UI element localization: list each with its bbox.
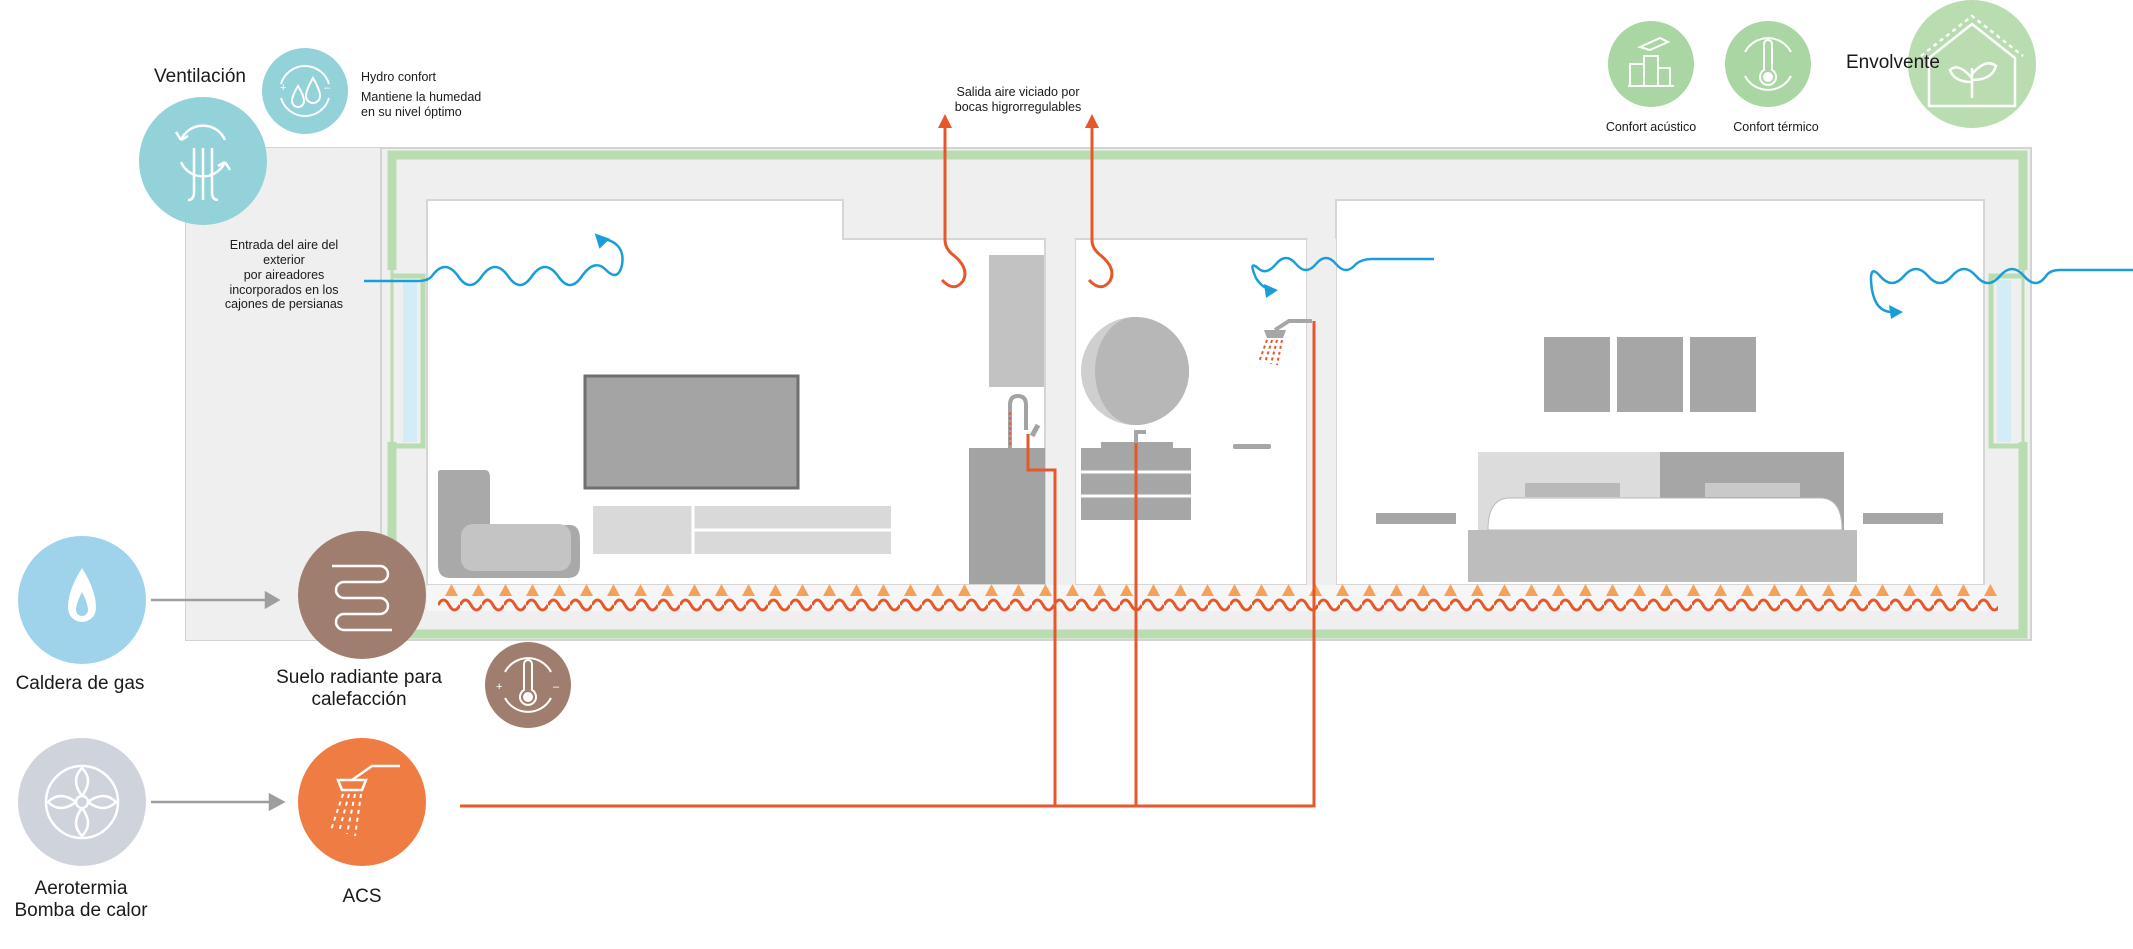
shower-icon <box>298 738 426 866</box>
entrada-line-4: incorporados en los <box>229 283 338 297</box>
acoustic-comfort-icon <box>1608 21 1694 107</box>
air-intake-label: Entrada del aire del exterior por airead… <box>225 238 343 311</box>
ventilacion-label: Ventilación <box>154 66 246 87</box>
suelo-label-1: Suelo radiante para <box>276 667 442 688</box>
acs-label: ACS <box>342 886 381 907</box>
hydro-desc-2: en su nivel óptimo <box>361 105 462 119</box>
entrada-line-1: Entrada del aire del <box>230 238 338 252</box>
nightstand-left <box>1376 513 1456 524</box>
hydro-title: Hydro confort <box>361 70 437 84</box>
svg-text:+: + <box>496 681 502 693</box>
extract-air-arrows <box>940 124 1114 289</box>
living-furniture <box>438 255 1045 584</box>
pillow-left <box>1525 483 1620 497</box>
wall-panel-1 <box>1544 337 1610 412</box>
towel-bar <box>1233 444 1271 449</box>
aerotermia-label-1: Aerotermia <box>35 878 128 899</box>
caldera-label: Caldera de gas <box>16 673 145 694</box>
house-leaf-icon <box>1908 0 2036 128</box>
window-left <box>403 280 417 442</box>
salida-line-2: bocas higrorregulables <box>955 100 1081 114</box>
humidity-icon: + – <box>262 48 348 134</box>
entrada-line-5: cajones de persianas <box>225 297 343 311</box>
salida-line-1: Salida aire viciado por <box>957 85 1080 99</box>
kitchen-counter <box>969 448 1045 584</box>
envelope-insulation <box>387 150 2028 639</box>
fresh-air-flows <box>364 236 2133 314</box>
svg-text:+: + <box>280 82 286 94</box>
aerotermia-label-2: Bomba de calor <box>14 900 148 921</box>
svg-text:–: – <box>324 82 331 94</box>
shower-column <box>1307 239 1336 585</box>
ventilation-icon <box>139 97 267 225</box>
envolvente-label: Envolvente <box>1846 52 1940 73</box>
confort-acustico-label: Confort acústico <box>1606 120 1696 134</box>
thermostat-icon: + – <box>485 642 571 728</box>
thermal-comfort-icon <box>1725 21 1811 107</box>
hot-water-pipes <box>460 321 1316 808</box>
kitchen-cabinet-upper <box>989 255 1044 387</box>
bed-duvet <box>1487 497 1843 531</box>
bed-base <box>1468 530 1857 582</box>
entrada-line-3: por aireadores <box>244 268 325 282</box>
wall-panel-3 <box>1690 337 1756 412</box>
flame-icon <box>18 536 146 664</box>
entrada-line-2: exterior <box>263 253 305 267</box>
nightstand-right <box>1863 513 1943 524</box>
shower-head <box>1273 319 1312 332</box>
heat-pump-fan-icon <box>18 738 146 866</box>
radiant-floor-icon <box>298 531 426 659</box>
tv-screen <box>583 374 800 490</box>
window-right <box>1997 280 2011 442</box>
radiant-floor-heating <box>438 583 1998 613</box>
system-flow-arrows <box>151 590 286 812</box>
suelo-label-2: calefacción <box>311 689 406 710</box>
kitchen-faucet <box>1008 393 1028 448</box>
wall-panel-2 <box>1617 337 1683 412</box>
confort-termico-label: Confort térmico <box>1733 120 1818 134</box>
column-divider <box>1046 239 1075 585</box>
air-exhaust-label: Salida aire viciado por bocas higrorregu… <box>955 85 1081 114</box>
hydro-desc-1: Mantiene la humedad <box>361 90 481 104</box>
bedroom-furniture <box>1376 337 1943 582</box>
pillow-right <box>1705 483 1800 497</box>
svg-text:–: – <box>553 681 560 693</box>
